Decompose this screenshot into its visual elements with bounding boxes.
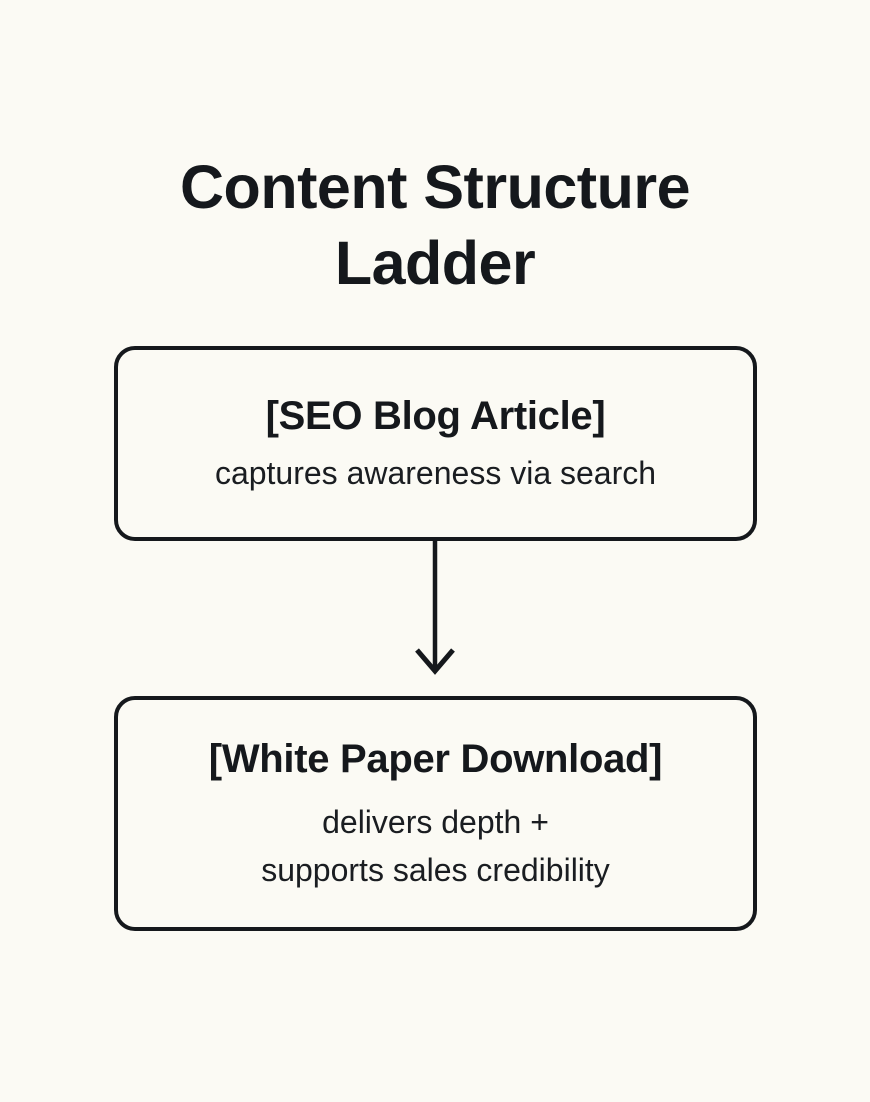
page-title: Content Structure Ladder — [180, 152, 691, 297]
down-arrow-icon — [415, 538, 455, 675]
flow-node-subtitle: delivers depth + supports sales credibil… — [261, 803, 610, 888]
flow-node-heading: [SEO Blog Article] — [265, 393, 606, 438]
flow-node-subtitle: captures awareness via search — [214, 454, 657, 491]
flow-node-white-paper-download[interactable]: [White Paper Download] delivers depth + … — [114, 696, 757, 931]
arrowhead — [415, 648, 455, 675]
flow-node-heading: [White Paper Download] — [208, 736, 663, 781]
flow-node-seo-blog-article[interactable]: [SEO Blog Article] captures awareness vi… — [114, 346, 757, 541]
